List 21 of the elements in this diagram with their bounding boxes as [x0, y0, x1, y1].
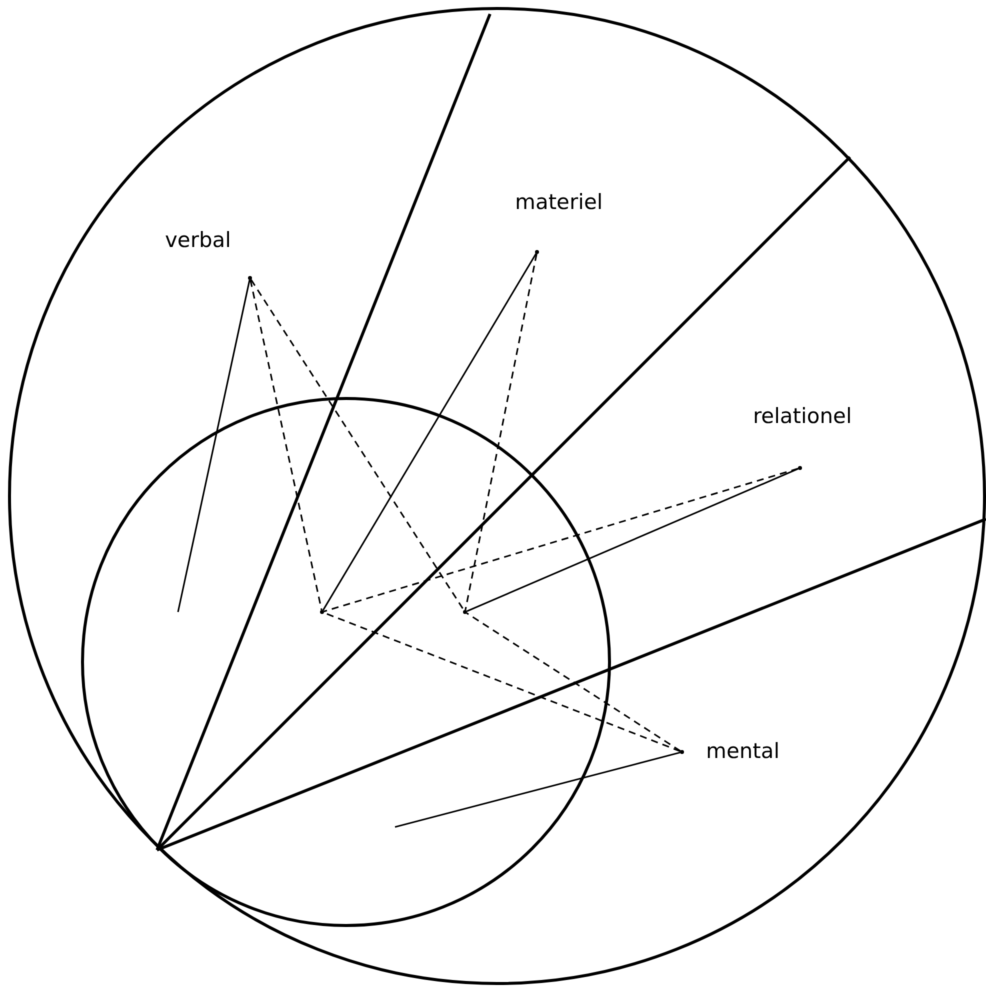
process-label: materiel — [515, 192, 603, 213]
vertex-point — [535, 250, 539, 254]
vertex-point — [798, 466, 802, 470]
dashed-line — [466, 612, 681, 752]
connector-line — [466, 468, 798, 612]
dashed-line — [464, 254, 538, 610]
dashed-line — [324, 468, 798, 612]
connector-line — [322, 253, 537, 611]
vertex-point — [680, 750, 684, 754]
vertex-point — [248, 276, 252, 280]
vertex-point — [463, 610, 467, 614]
connector-line — [394, 752, 680, 828]
connector-line — [177, 280, 250, 612]
circle-outline — [8, 7, 986, 985]
process-label: relationel — [753, 406, 852, 427]
process-label: verbal — [165, 230, 232, 251]
process-label: mental — [706, 741, 780, 762]
vertex-point — [320, 610, 324, 614]
circle-outline — [81, 397, 611, 927]
dashed-line — [250, 280, 322, 610]
dashed-line — [250, 279, 465, 611]
